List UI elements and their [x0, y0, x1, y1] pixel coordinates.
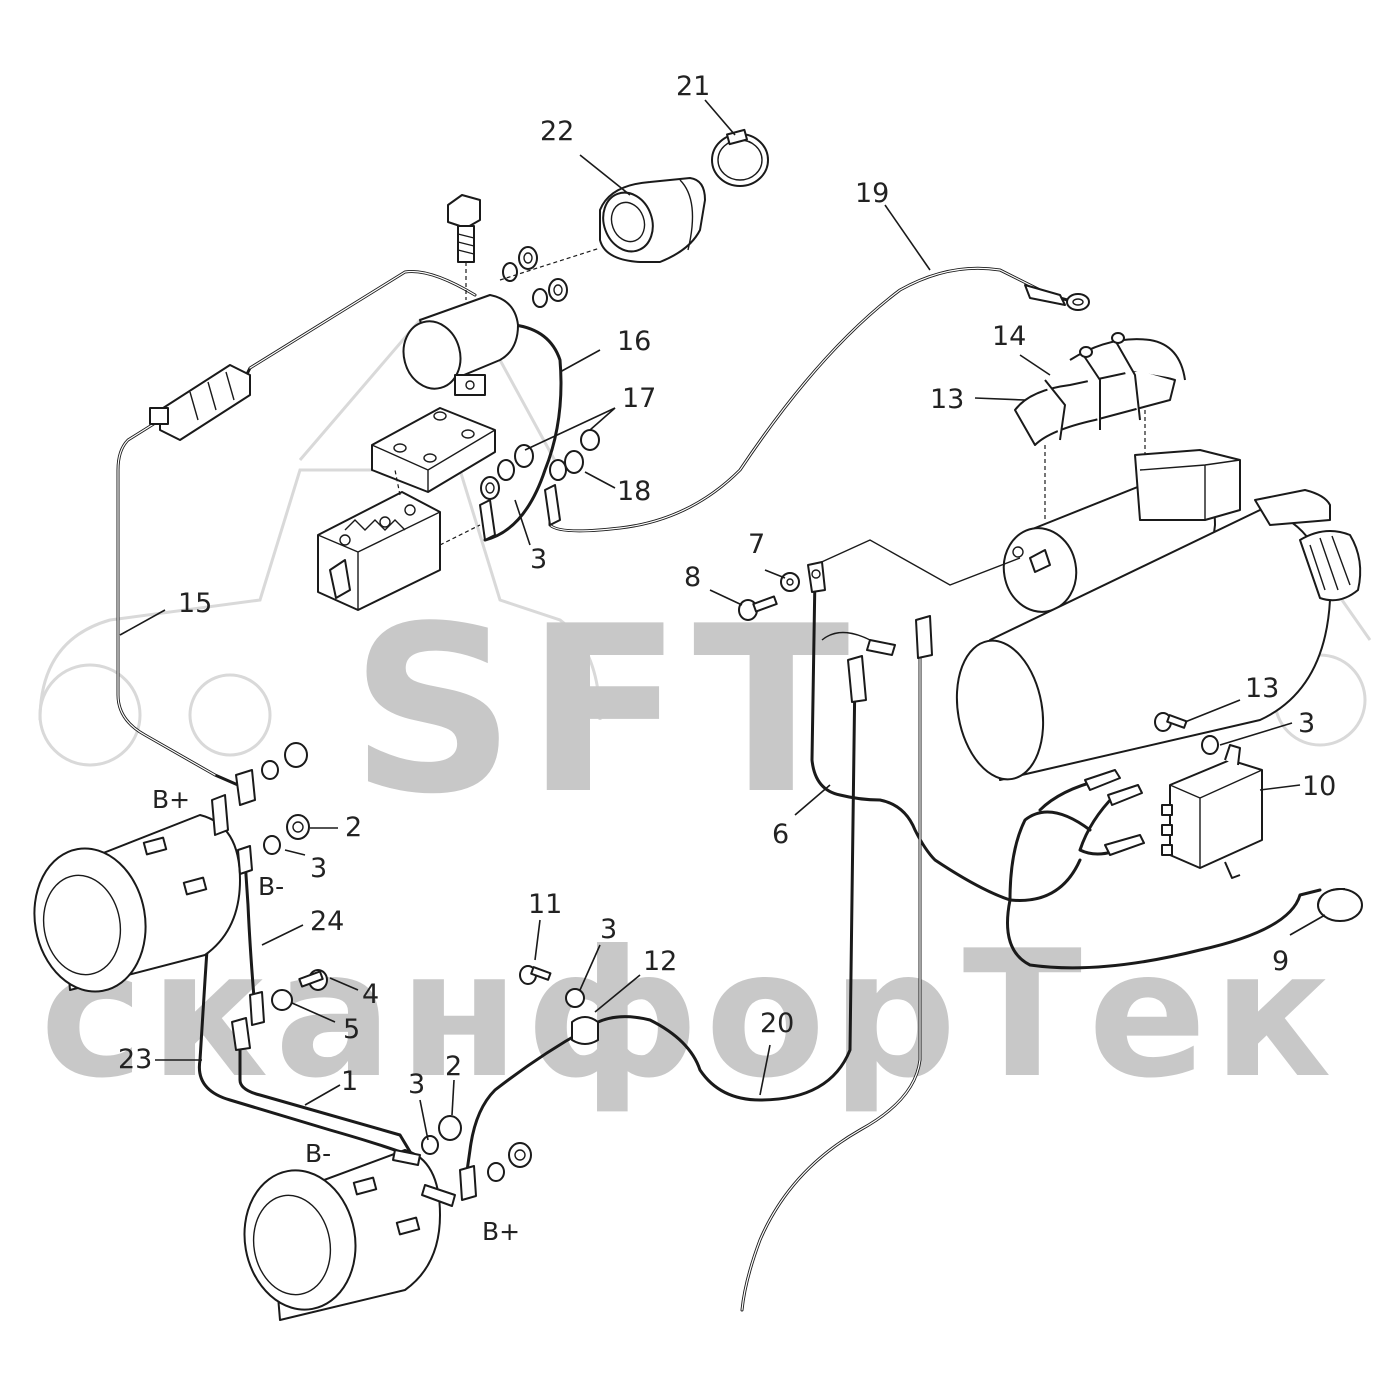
battery-hardware	[211, 742, 599, 1207]
callout-8: 8	[684, 562, 701, 593]
wire-1	[238, 1028, 417, 1162]
callout-18: 18	[617, 476, 651, 507]
callout-20: 20	[760, 1008, 794, 1039]
watermark: SFT сканфорТек	[38, 318, 1372, 1117]
terminal-labels: B+ B- B- B+	[152, 785, 520, 1246]
callout-19: 19	[855, 178, 889, 209]
wire-b-plus-bottom	[463, 1028, 587, 1187]
callout-5: 5	[343, 1014, 360, 1045]
callout-3: 3	[1298, 708, 1315, 739]
relay-module-10	[1084, 744, 1263, 879]
mounting-plate	[371, 407, 496, 493]
callout-16: 16	[617, 326, 651, 357]
callout-6: 6	[772, 819, 789, 850]
wire-ground-inner	[741, 649, 921, 1311]
callout-21: 21	[676, 71, 710, 102]
wire-16	[483, 323, 563, 542]
callout-13: 13	[930, 384, 964, 415]
callout-12: 12	[643, 946, 677, 977]
callout-3: 3	[310, 853, 327, 884]
callout-3: 3	[408, 1069, 425, 1100]
terminal-hardware	[479, 429, 600, 541]
wire-6	[810, 573, 1082, 902]
relay-box	[317, 469, 481, 611]
b-plus-bottom-label: B+	[482, 1217, 520, 1246]
callout-3: 3	[600, 914, 617, 945]
wire-19-inner	[549, 267, 1041, 532]
inline-connector	[149, 364, 251, 441]
ring-terminal-19	[1024, 284, 1090, 311]
callout-1: 1	[341, 1066, 358, 1097]
b-minus-bottom-label: B-	[305, 1139, 331, 1168]
terminals-center	[738, 561, 933, 703]
rubber-boot-22	[599, 177, 706, 263]
callouts: 21 22 19 16 17 18 14 13 3 15 7 8 13 3 10…	[118, 71, 1336, 1100]
callout-10: 10	[1302, 771, 1336, 802]
callout-3: 3	[530, 544, 547, 575]
battery-upper	[33, 814, 241, 993]
cap-hardware	[499, 246, 601, 308]
b-plus-top-label: B+	[152, 785, 190, 814]
watermark-brand: сканфорТек	[40, 914, 1337, 1117]
wire-9	[1006, 810, 1322, 970]
b-minus-top-label: B-	[258, 872, 284, 901]
callout-15: 15	[178, 588, 212, 619]
callout-11: 11	[528, 889, 562, 920]
callout-4: 4	[362, 979, 379, 1010]
bolt	[447, 194, 481, 300]
callout-2: 2	[445, 1051, 462, 1082]
battery-lower	[243, 1149, 441, 1321]
leader-lines	[119, 99, 1326, 1141]
wire-20	[583, 668, 857, 1102]
callout-9: 9	[1272, 946, 1289, 977]
watermark-logo: SFT	[350, 578, 860, 845]
wires	[116, 266, 1322, 1312]
callout-14: 14	[992, 321, 1026, 352]
sensor-9	[1317, 888, 1363, 922]
module-hardware	[1154, 712, 1219, 755]
capacitor	[402, 294, 519, 396]
callout-22: 22	[540, 116, 574, 147]
callout-24: 24	[310, 906, 344, 937]
callout-17: 17	[622, 383, 656, 414]
starter-motor	[814, 489, 1362, 781]
band-clamps	[1014, 332, 1186, 520]
hose-clamp-21	[711, 128, 769, 187]
callout-23: 23	[118, 1044, 152, 1075]
callout-7: 7	[748, 529, 765, 560]
callout-13: 13	[1245, 673, 1279, 704]
wire-15-inner	[117, 270, 476, 776]
callout-2: 2	[345, 812, 362, 843]
